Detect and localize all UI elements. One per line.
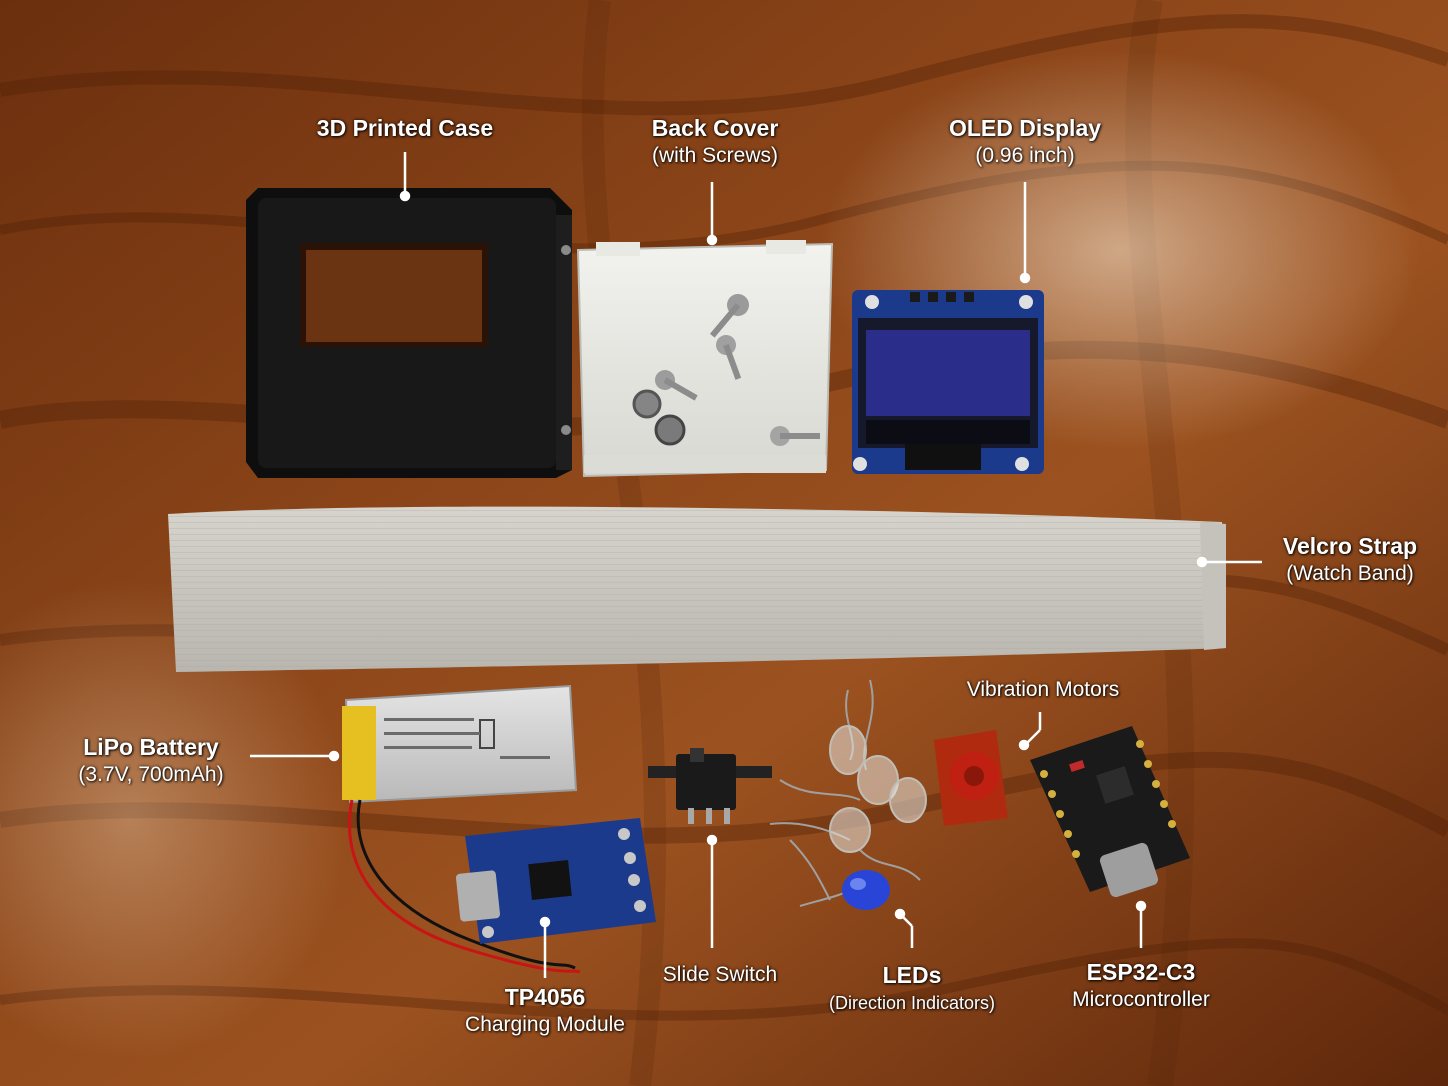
label-esp32-c3: ESP32-C3 Microcontroller bbox=[1046, 958, 1236, 1014]
velcro-strap bbox=[168, 506, 1226, 672]
label-subtitle: Slide Switch bbox=[662, 963, 778, 986]
label-title: LEDs bbox=[882, 962, 942, 988]
label-subtitle: Microcontroller bbox=[1072, 988, 1210, 1011]
vibration-motors bbox=[934, 730, 1008, 826]
leds bbox=[769, 679, 927, 910]
lipo-battery bbox=[342, 684, 578, 804]
label-title: ESP32-C3 bbox=[1086, 959, 1196, 985]
label-title: TP4056 bbox=[504, 984, 586, 1010]
3d-printed-case bbox=[246, 188, 572, 478]
battery-wires bbox=[348, 799, 581, 974]
light-glare bbox=[0, 580, 350, 1060]
label-subtitle: (Direction Indicators) bbox=[828, 993, 996, 1013]
label-subtitle: Vibration Motors bbox=[966, 678, 1120, 701]
label-leds: LEDs (Direction Indicators) bbox=[806, 961, 1018, 1017]
label-title: OLED Display bbox=[948, 115, 1102, 141]
label-title: 3D Printed Case bbox=[316, 115, 494, 141]
label-back-cover: Back Cover (with Screws) bbox=[612, 114, 818, 170]
tp4056-module bbox=[455, 818, 656, 944]
label-vibration-motors: Vibration Motors bbox=[940, 676, 1146, 704]
label-title: Velcro Strap bbox=[1282, 533, 1418, 559]
label-tp4056: TP4056 Charging Module bbox=[440, 983, 650, 1039]
label-oled-display: OLED Display (0.96 inch) bbox=[922, 114, 1128, 170]
pointer-lines bbox=[250, 152, 1262, 978]
label-subtitle: (Watch Band) bbox=[1286, 562, 1414, 585]
back-cover bbox=[576, 240, 834, 478]
oled-display bbox=[852, 290, 1044, 474]
label-subtitle: (with Screws) bbox=[651, 144, 778, 167]
label-subtitle: Charging Module bbox=[465, 1013, 625, 1036]
label-slide-switch: Slide Switch bbox=[630, 961, 810, 989]
label-title: LiPo Battery bbox=[83, 734, 219, 760]
label-3d-printed-case: 3D Printed Case bbox=[300, 114, 510, 142]
label-velcro-strap: Velcro Strap (Watch Band) bbox=[1268, 532, 1432, 588]
screws bbox=[632, 294, 820, 446]
label-lipo-battery: LiPo Battery (3.7V, 700mAh) bbox=[56, 733, 246, 789]
esp32-c3-board bbox=[1030, 726, 1190, 898]
label-subtitle: (0.96 inch) bbox=[975, 144, 1075, 167]
label-title: Back Cover bbox=[651, 115, 779, 141]
slide-switch bbox=[648, 748, 772, 824]
label-subtitle: (3.7V, 700mAh) bbox=[78, 763, 224, 786]
